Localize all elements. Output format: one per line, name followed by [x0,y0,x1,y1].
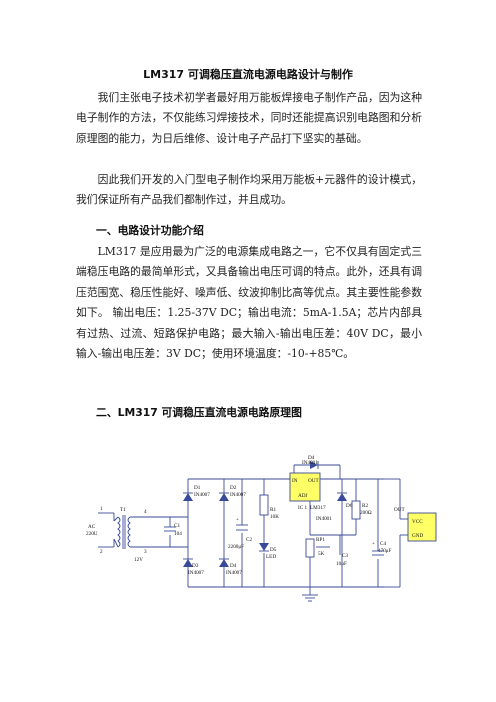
d4b-value: IN4007 [226,570,242,576]
t-secondary: 12V [134,557,143,563]
section-1-body: LM317 是应用最为广泛的电源集成电路之一，它不仅具有固定式三端稳压电路的最简… [76,245,422,361]
ic-in: IN [292,478,298,484]
d5-value: LED [266,554,276,560]
d3-value: IN4007 [188,570,204,576]
c4-label: C4 [380,541,386,547]
c2-label: C2 [246,537,252,543]
d6-value: IN4001 [316,516,332,522]
d4-label: D4 [308,455,315,461]
d4-value: IN4001 [302,460,318,466]
ac-voltage: 220U [86,531,98,537]
ic-adj: ADJ [298,493,308,499]
pin-1: 1 [100,506,103,512]
d2-label: D2 [230,485,237,491]
circuit-schematic: AC 220U 1 2 T1 4 3 12V C1 104 D1 IN4007 … [86,455,437,602]
pin-3: 3 [144,549,147,555]
section-1-heading: 一、电路设计功能介绍 [96,224,204,237]
ic1-label: IC 1 [298,505,307,511]
rp1-value: 5K [318,551,325,557]
c2-plus: + [236,517,239,523]
lm317-ic [289,472,321,502]
d5-label: D5 [270,547,277,553]
ic-name: LM317 [310,505,326,511]
out-label: OUT [394,507,405,513]
d2-value: IN4007 [230,492,246,498]
r2-value: 200Ω [360,510,372,516]
c3-value: 10μF [336,561,347,567]
r1-label: R1 [270,507,276,513]
t1-label: T1 [120,507,126,513]
rp1-label: RP1 [316,537,325,543]
c1-label: C1 [174,523,180,529]
d6-label: D6 [346,503,353,509]
intro-paragraph-2: 因此我们开发的入门型电子制作均采用万能板+元器件的设计模式，我们保证所有产品我们… [76,173,422,207]
c3-label: C3 [342,553,348,559]
d3-label: D3 [192,563,199,569]
d1-label: D1 [194,485,201,491]
pin-4: 4 [144,509,147,515]
c4-plus: + [372,541,375,547]
c4-value: 470μF [378,548,392,554]
vcc-label: VCC [412,519,423,525]
intro-paragraph-1: 我们主张电子技术初学者最好用万能板焊接电子制作产品，因为这种电子制作的方法，不仅… [76,91,422,145]
section-2-heading: 二、LM317 可调稳压直流电源电路原理图 [96,406,302,419]
ac-label: AC [88,524,96,530]
r1-value: 10K [270,514,279,520]
c1-value: 104 [174,531,182,537]
r2-label: R2 [362,503,368,509]
d4b-label: D4 [230,563,237,569]
d1-value: IN4007 [194,492,210,498]
output-connector [407,512,437,542]
doc-title: LM317 可调稳压直流电源电路设计与制作 [143,68,353,81]
ic-out: OUT [308,478,319,484]
c2-value: 2200μF [228,544,244,550]
pin-2: 2 [100,549,103,555]
gnd-label: GND [412,533,423,539]
